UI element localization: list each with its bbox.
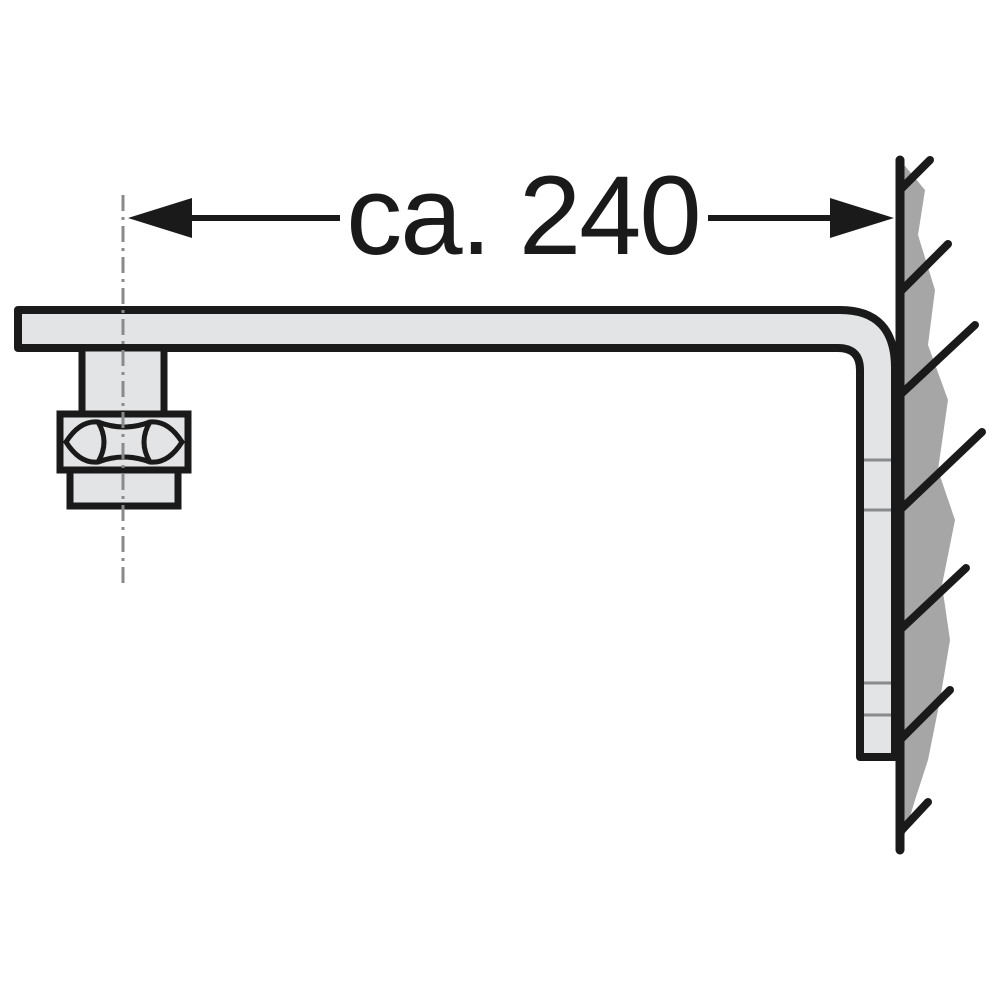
wall-hatching [896,156,986,836]
dimension-label: ca. 240 [346,153,699,278]
bracket-arm [14,306,899,761]
wall [895,155,986,855]
bracket-slot-marks [864,458,891,717]
wall-bracket [14,306,899,761]
arrowhead-right [830,198,894,238]
nut-facets [63,419,185,465]
arrowhead-left [128,198,192,238]
dimension: ca. 240 [128,153,894,278]
wall-surface [900,160,955,850]
